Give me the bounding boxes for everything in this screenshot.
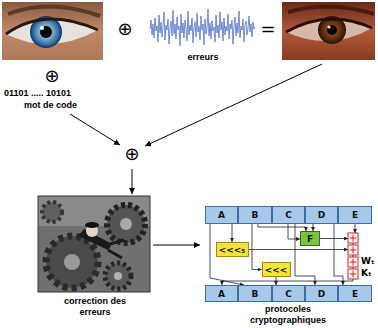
node-label: B (252, 210, 259, 220)
register-box: B (238, 206, 272, 224)
caption-text: protocoles cryptographiques (238, 304, 338, 326)
register-box: A (205, 206, 238, 224)
node-label: <<<₅ (219, 245, 246, 255)
node-label: C (285, 210, 292, 220)
caption-text: correction des erreurs (50, 296, 140, 318)
register-box: D (305, 206, 338, 224)
signal-name: Wₜ (361, 256, 377, 267)
caption-text: erreurs (176, 52, 230, 63)
register-box: C (272, 285, 305, 302)
connector (232, 224, 233, 242)
register-box: D (305, 285, 338, 302)
connector (276, 277, 277, 285)
node-label: B (252, 289, 259, 299)
node-label: D (318, 210, 325, 220)
caption-text: mot de code (24, 100, 114, 111)
xor-symbol: ⊕ (40, 65, 64, 87)
connector (252, 224, 262, 270)
gears-photo (38, 196, 150, 292)
eye-photo (282, 2, 375, 60)
flow-arrow (132, 169, 133, 194)
xor-symbol: ⊕ (120, 143, 144, 165)
noise-signal (150, 9, 255, 46)
node-label: E (352, 210, 358, 220)
adder-chain (348, 233, 358, 279)
connector (334, 224, 343, 285)
node-label: <<< (265, 265, 288, 275)
codeword-bits: 01101 ..... 10101 (4, 88, 114, 99)
node-label: E (352, 289, 358, 299)
node-label: A (218, 210, 225, 220)
flow-arrow (70, 114, 120, 145)
register-box: E (338, 206, 372, 224)
rotate-box: <<< (262, 262, 291, 277)
flow-arrow (153, 245, 200, 246)
node-label: F (307, 234, 313, 244)
connector (313, 224, 314, 231)
connector (258, 224, 306, 231)
function-box: F (300, 231, 320, 246)
signal-name: Kₜ (361, 268, 377, 279)
node-label: D (318, 289, 325, 299)
eye-photo (2, 2, 103, 60)
register-box: A (205, 285, 238, 302)
rotate-box: <<<₅ (216, 242, 249, 257)
register-box: C (272, 206, 305, 224)
node-label: C (285, 289, 292, 299)
connector (288, 224, 300, 239)
flow-arrow (145, 64, 322, 146)
equals-symbol: = (258, 18, 278, 40)
node-label: A (218, 289, 225, 299)
register-box: B (238, 285, 272, 302)
xor-symbol: ⊕ (113, 18, 137, 40)
register-box: E (338, 285, 372, 302)
